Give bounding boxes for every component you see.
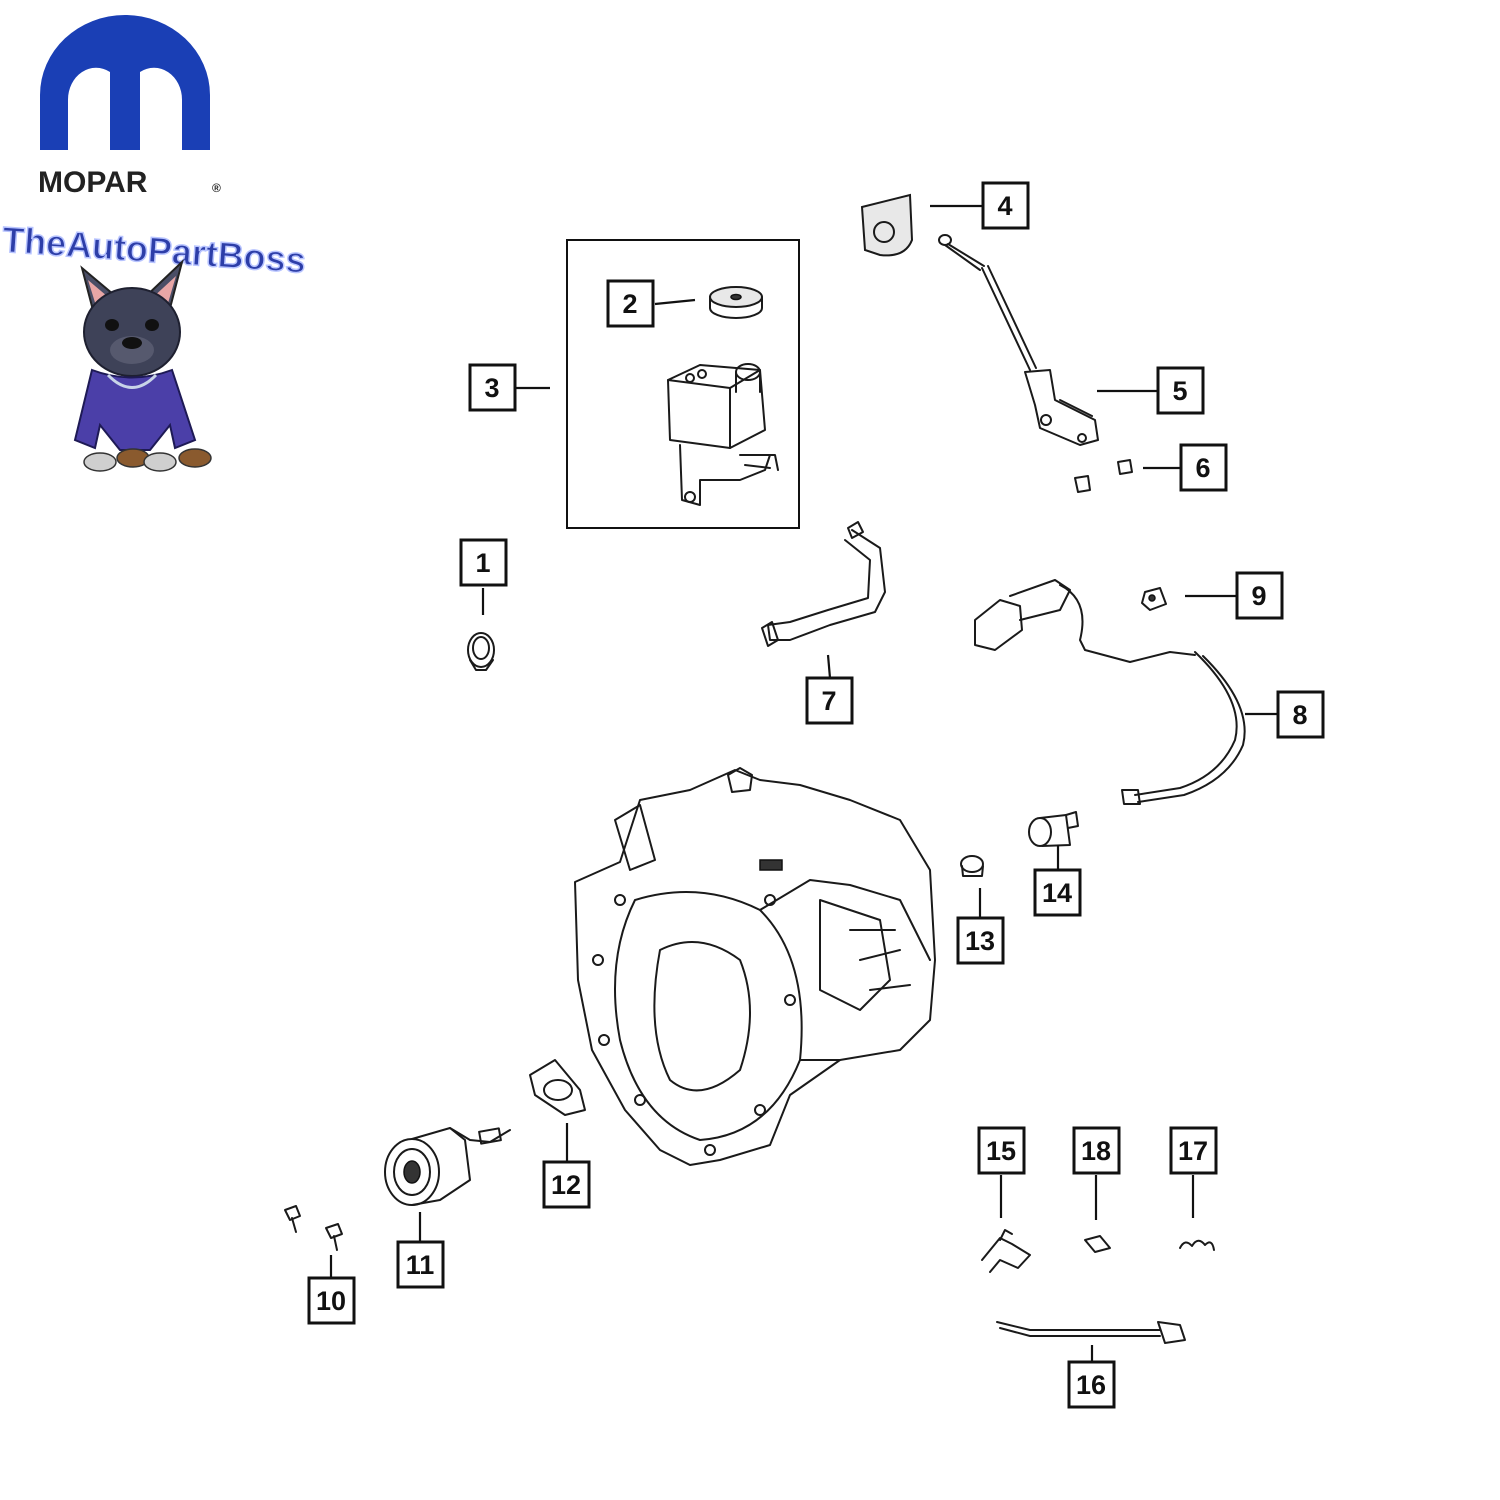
callout-5[interactable]: 5 [1156,366,1205,415]
callout-13[interactable]: 13 [956,916,1005,965]
bearing-retainer-part[interactable] [529,1059,586,1116]
svg-text:1: 1 [475,548,490,578]
wire-clip-part[interactable] [1084,1235,1111,1253]
transmission-housing-part[interactable] [574,767,936,1166]
registered-mark: ® [212,181,221,195]
callout-10[interactable]: 10 [307,1276,356,1325]
hose-part[interactable] [761,521,886,647]
bulldog-mascot-icon [73,258,212,472]
callout-17[interactable]: 17 [1169,1126,1218,1175]
assembly-group-box [566,239,800,529]
svg-text:2: 2 [622,289,637,319]
svg-text:6: 6 [1195,453,1210,483]
svg-text:18: 18 [1081,1136,1111,1166]
slave-cylinder-part[interactable] [384,1127,511,1206]
callout-15[interactable]: 15 [977,1126,1026,1175]
callout-16[interactable]: 16 [1067,1360,1116,1409]
gasket-part[interactable] [860,193,914,257]
svg-text:15: 15 [986,1136,1016,1166]
callout-12[interactable]: 12 [542,1160,591,1209]
retainer-clips-part[interactable] [1074,459,1133,493]
cap-seal-part[interactable] [467,632,495,671]
callout-4[interactable]: 4 [981,181,1030,230]
svg-text:3: 3 [484,373,499,403]
svg-text:11: 11 [406,1250,435,1280]
wiring-harness-part[interactable] [996,1321,1186,1344]
connector-part[interactable] [981,1229,1031,1273]
svg-text:10: 10 [316,1286,346,1316]
callout-7[interactable]: 7 [805,676,854,725]
dealer-name: TheAutoPartBoss [1,219,307,281]
svg-text:9: 9 [1251,581,1266,611]
spring-clips-part[interactable] [1179,1239,1215,1251]
callout-8[interactable]: 8 [1276,690,1325,739]
mopar-m-icon [40,15,210,150]
line-clip-part[interactable] [1141,587,1167,611]
callout-11[interactable]: 11 [396,1240,445,1289]
leader-2 [654,298,696,306]
callout-14[interactable]: 14 [1033,868,1082,917]
fitting-part[interactable] [1028,811,1079,847]
svg-text:7: 7 [821,686,836,716]
svg-text:5: 5 [1172,376,1187,406]
bolts-part[interactable] [284,1205,343,1251]
bushing-part[interactable] [960,855,984,877]
callout-2[interactable]: 2 [606,279,655,328]
svg-text:16: 16 [1076,1370,1106,1400]
dealer-logo: TheAutoPartBoss [0,218,308,472]
svg-text:8: 8 [1292,700,1307,730]
reservoir-cap-part[interactable] [709,286,763,319]
hydraulic-line-part[interactable] [974,579,1246,805]
mopar-logo: MOPAR ® [38,15,221,199]
callout-18[interactable]: 18 [1072,1126,1121,1175]
clutch-master-cylinder-part[interactable] [938,234,1099,446]
callout-9[interactable]: 9 [1235,571,1284,620]
callout-6[interactable]: 6 [1179,443,1228,492]
svg-text:17: 17 [1178,1136,1208,1166]
mopar-wordmark: MOPAR [38,166,148,199]
master-cylinder-part[interactable] [667,363,779,506]
callout-1[interactable]: 1 [459,538,508,587]
svg-text:12: 12 [551,1170,581,1200]
svg-text:4: 4 [997,191,1012,221]
svg-text:14: 14 [1042,878,1072,908]
leader-7 [826,654,832,679]
callout-3[interactable]: 3 [468,363,517,412]
svg-text:13: 13 [965,926,995,956]
